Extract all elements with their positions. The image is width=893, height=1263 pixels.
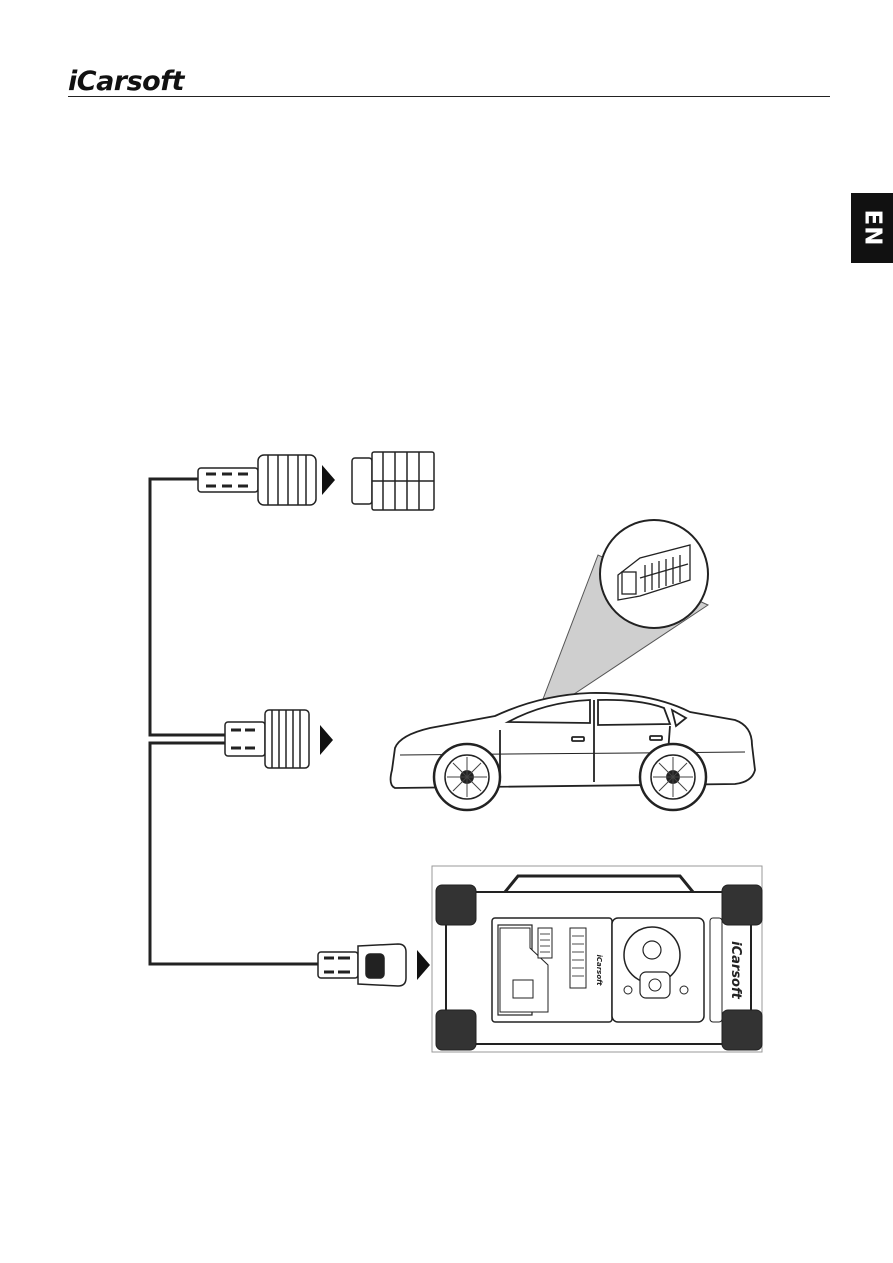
arrow-right-icon (320, 725, 333, 755)
arrow-right-icon (322, 465, 335, 495)
obd-cable-connector (225, 710, 309, 768)
db15-connector (318, 944, 406, 986)
device-brand-side: iCarsoft (728, 941, 743, 1000)
extension-connector (198, 455, 316, 505)
obd-adapter (352, 452, 434, 510)
car-illustration (391, 693, 755, 810)
arrow-right-icon (417, 950, 430, 980)
obd-port-magnifier (535, 520, 708, 720)
device-brand-small: iCarsoft (595, 954, 603, 986)
